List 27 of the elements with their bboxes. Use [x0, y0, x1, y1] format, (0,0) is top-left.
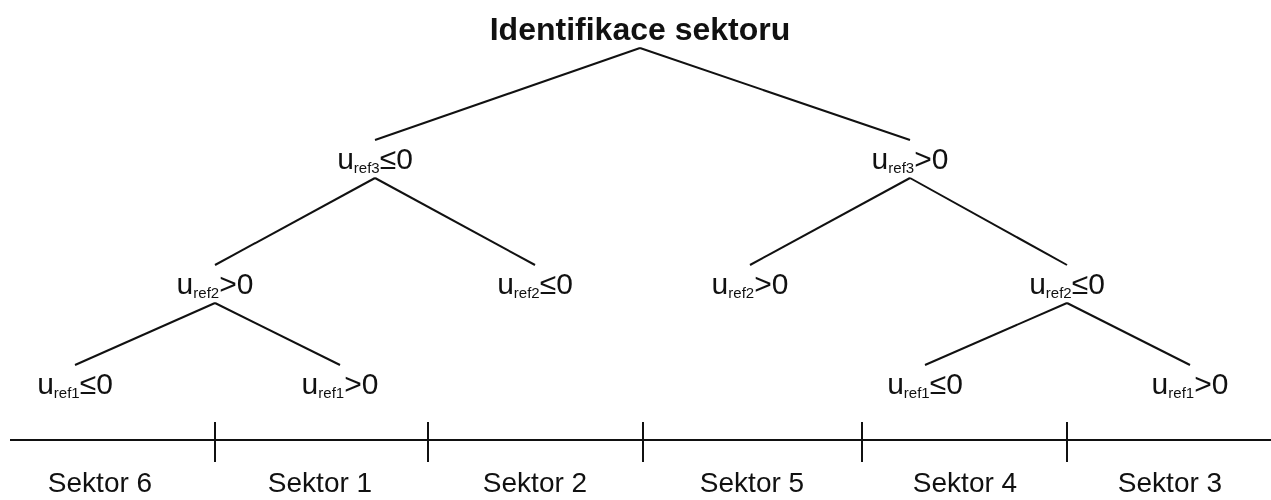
tree-branch-line — [639, 47, 911, 141]
condition-label: u$_{ref2}$>0 — [176, 267, 254, 301]
condition-label: u$_{ref1}$≤0 — [887, 367, 963, 401]
condition-label: u$_{ref2}$≤0 — [497, 267, 573, 301]
tree-branch-line — [374, 177, 536, 266]
condition-label: u$_{ref1}$>0 — [301, 367, 379, 401]
sector-label: Sektor 6 — [47, 467, 153, 499]
sector-label: Sektor 4 — [912, 467, 1018, 499]
condition-label: u$_{ref1}$>0 — [1151, 367, 1229, 401]
tree-branch-line — [924, 302, 1068, 366]
condition-label: u$_{ref1}$≤0 — [37, 367, 113, 401]
tree-branch-line — [1066, 302, 1191, 366]
condition-label: u$_{ref2}$>0 — [711, 267, 789, 301]
tree-branch-line — [909, 177, 1068, 266]
sector-label: Sektor 5 — [699, 467, 805, 499]
tree-branch-line — [374, 47, 641, 141]
sector-label: Sektor 1 — [267, 467, 373, 499]
tree-branch-line — [214, 302, 341, 366]
tree-branch-line — [749, 177, 911, 266]
tree-branch-line — [214, 177, 376, 266]
condition-label: u$_{ref3}$≤0 — [337, 142, 413, 176]
tree-branch-line — [74, 302, 216, 366]
sector-label: Sektor 3 — [1117, 467, 1223, 499]
tree-title: Identifikace sektoru — [489, 12, 791, 46]
condition-label: u$_{ref2}$≤0 — [1029, 267, 1105, 301]
condition-label: u$_{ref3}$>0 — [871, 142, 949, 176]
sector-label: Sektor 2 — [482, 467, 588, 499]
